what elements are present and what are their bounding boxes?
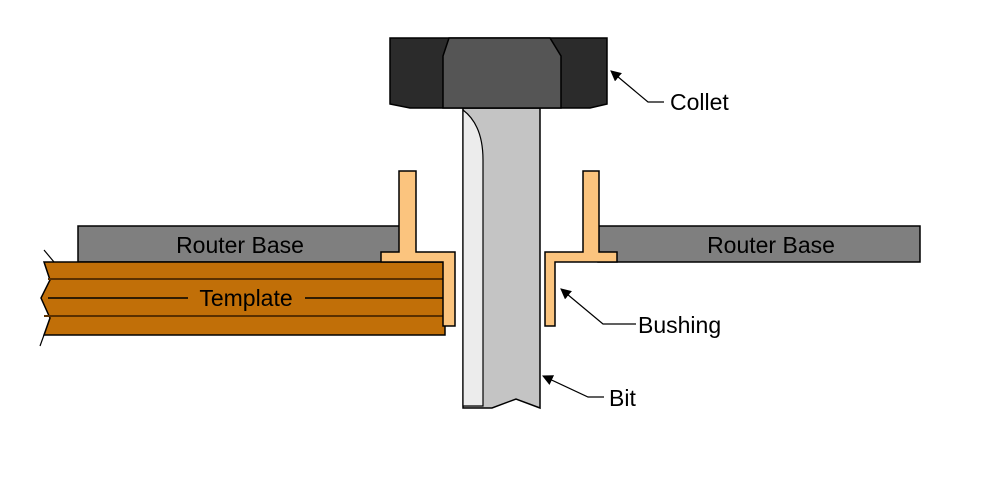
bushing-right [544, 170, 618, 327]
router-base-right-label: Router Base [707, 232, 835, 258]
router-base-left-label: Router Base [176, 232, 304, 258]
bit-leader [542, 375, 604, 398]
router-bit [462, 107, 541, 410]
bushing-leader [560, 288, 636, 325]
collet-label: Collet [670, 89, 729, 115]
template-label: Template [199, 285, 292, 311]
bushing-label: Bushing [638, 312, 721, 338]
router-base-left: Router Base [77, 225, 403, 263]
collet-leader [610, 70, 664, 103]
bushing-left [380, 170, 456, 327]
template-board: Template [39, 249, 446, 347]
bit-label: Bit [609, 385, 636, 411]
router-base-right: Router Base [597, 225, 921, 263]
collet [389, 37, 608, 109]
